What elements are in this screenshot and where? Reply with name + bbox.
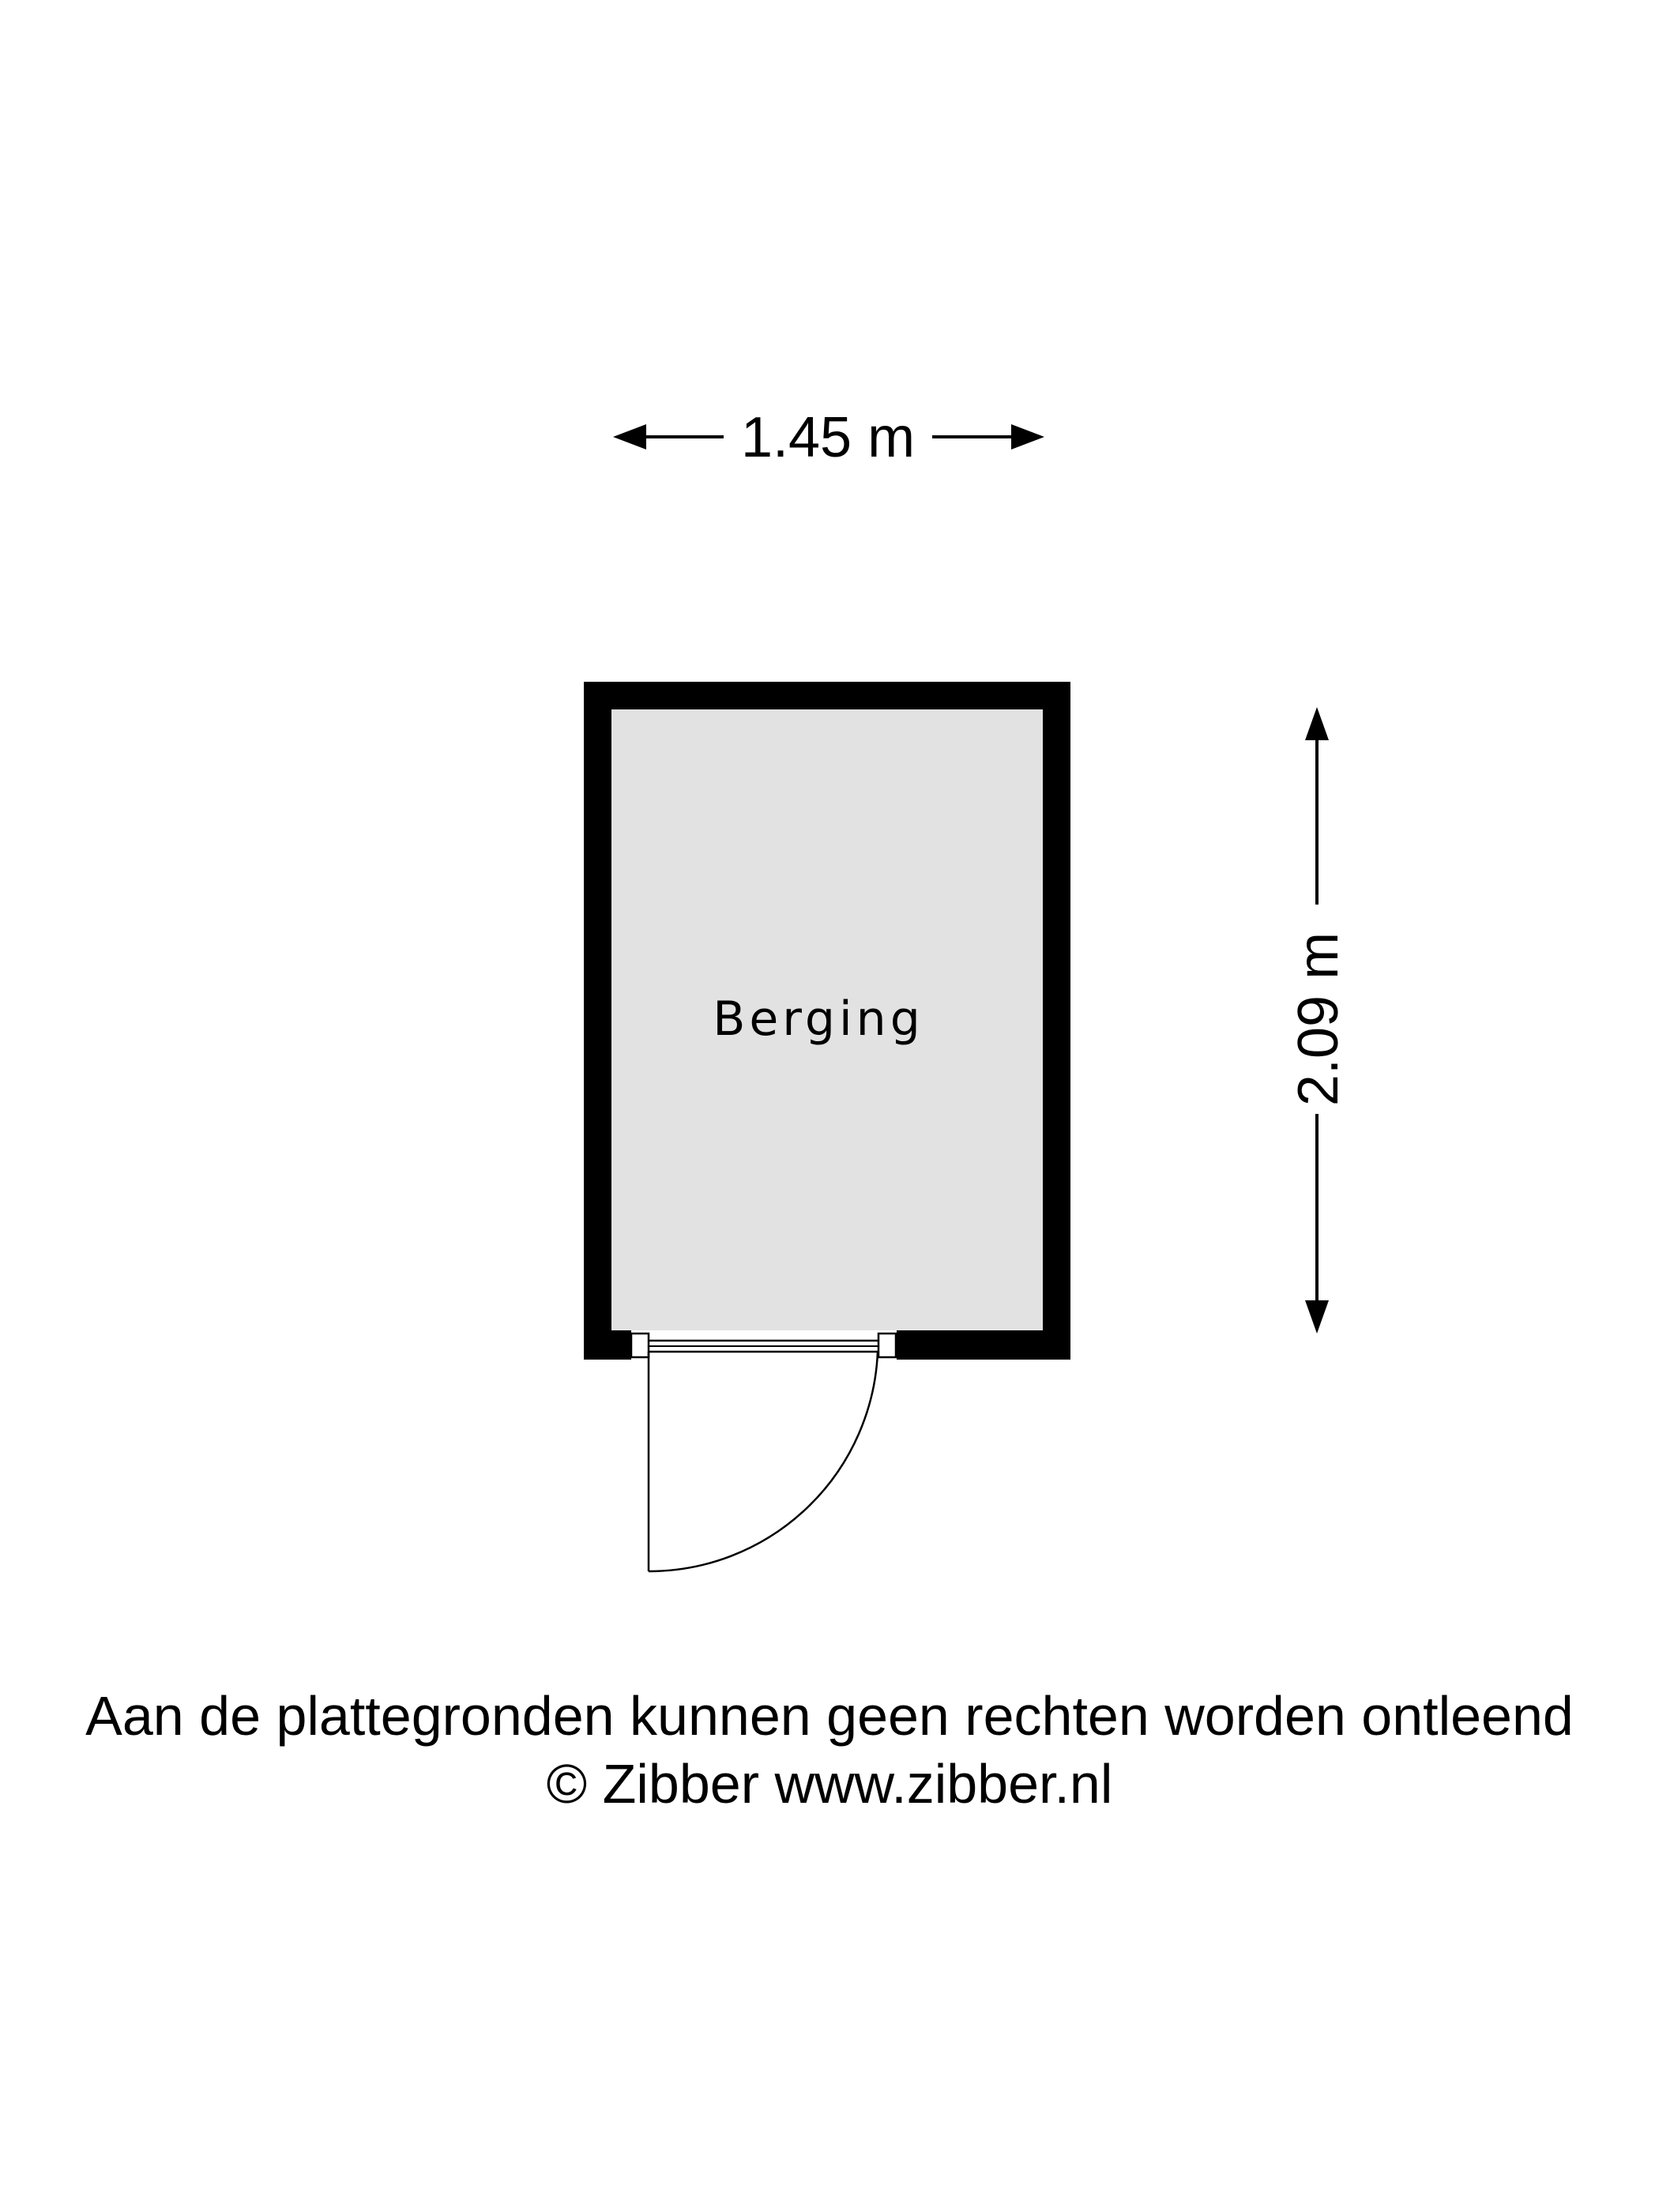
- width-dimension: 1.45 m: [613, 406, 1044, 469]
- arrow-down-icon: [1305, 1300, 1329, 1334]
- room-berging: Berging: [584, 682, 1070, 1360]
- room-floor: [611, 709, 1043, 1330]
- door-swing-arc: [648, 1351, 879, 1573]
- height-dimension: 2.09 m: [1287, 707, 1350, 1334]
- door: [630, 1332, 897, 1573]
- disclaimer-text: Aan de plattegronden kunnen geen rechten…: [85, 1685, 1574, 1747]
- wall-bottom-right: [897, 1330, 1070, 1360]
- door-frame-right: [877, 1332, 897, 1359]
- wall-left: [584, 682, 611, 1360]
- arrow-right-icon: [1011, 424, 1044, 450]
- height-label: 2.09 m: [1287, 932, 1350, 1106]
- wall-top: [584, 682, 1070, 709]
- wall-right: [1043, 682, 1070, 1360]
- wall-bottom-left: [584, 1330, 631, 1360]
- arrow-up-icon: [1305, 707, 1329, 740]
- width-label: 1.45 m: [741, 406, 915, 469]
- door-frame-left: [630, 1332, 650, 1359]
- arrow-left-icon: [613, 424, 646, 450]
- copyright-text: © Zibber www.zibber.nl: [546, 1753, 1113, 1815]
- room-label: Berging: [713, 991, 924, 1047]
